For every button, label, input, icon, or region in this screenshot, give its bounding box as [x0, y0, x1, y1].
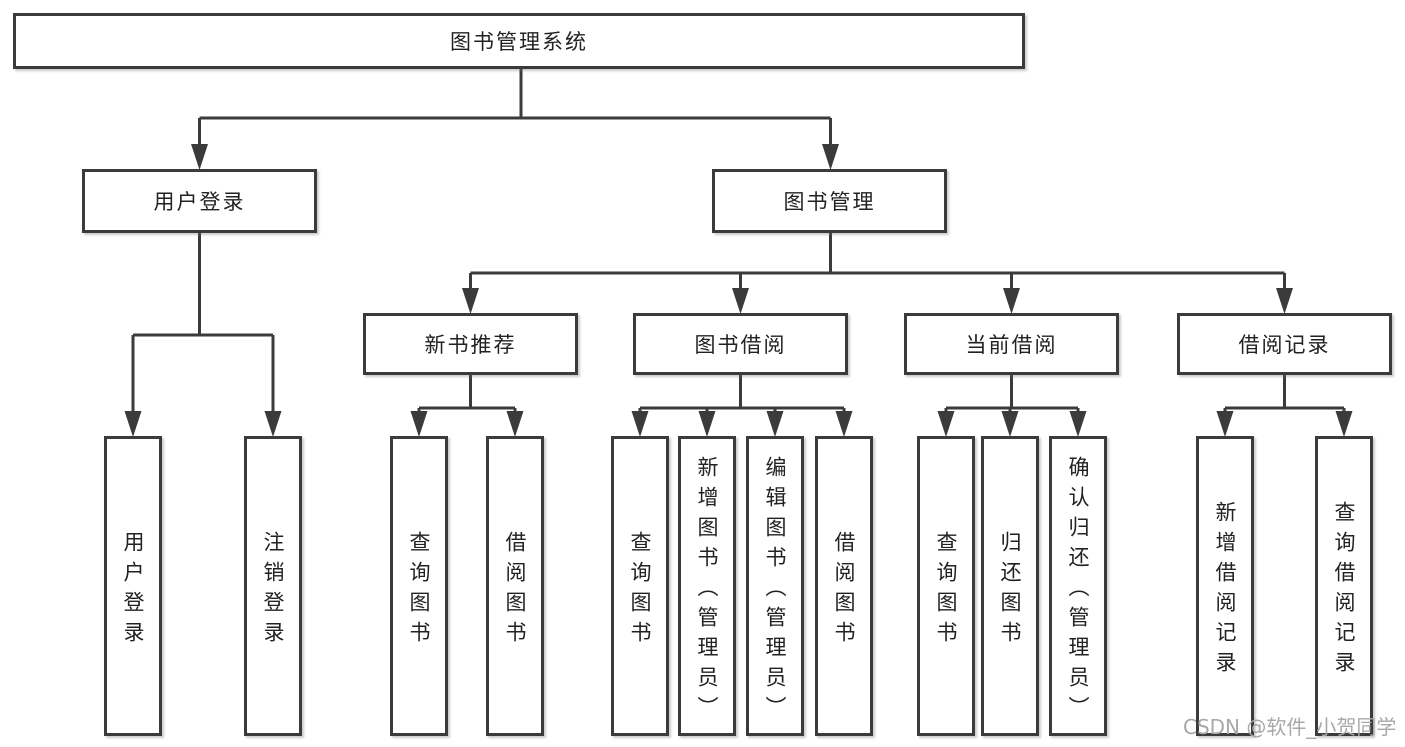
node-label: 借阅记录 — [1238, 333, 1331, 357]
arrowhead-down-icon — [822, 144, 839, 170]
leaf-query-borrow-record: 查询借阅记录 — [1315, 436, 1373, 736]
node-label: 查询图书 — [934, 530, 958, 651]
node-label: 图书借阅 — [694, 333, 787, 357]
arrowhead-down-icon — [124, 411, 142, 437]
node-label: 查询图书 — [628, 530, 652, 651]
node-label: 借阅图书 — [503, 530, 527, 651]
node-label: 归还图书 — [998, 530, 1022, 651]
arrowhead-down-icon — [732, 288, 749, 314]
arrowhead-down-icon — [1069, 411, 1087, 437]
node-label: 新书推荐 — [424, 333, 517, 357]
node-book-management-system: 图书管理系统 — [13, 13, 1025, 69]
node-borrowing-records: 借阅记录 — [1177, 313, 1392, 375]
node-label: 确认归还（管理员） — [1066, 455, 1090, 726]
node-label: 注销登录 — [261, 530, 285, 651]
node-book-borrowing: 图书借阅 — [633, 313, 848, 375]
node-label: 新增借阅记录 — [1213, 500, 1237, 681]
leaf-user-login: 用户登录 — [104, 436, 162, 736]
leaf-add-books-admin: 新增图书（管理员） — [678, 436, 736, 736]
leaf-query-books-current: 查询图书 — [917, 436, 975, 736]
node-label: 查询图书 — [407, 530, 431, 651]
arrowhead-down-icon — [698, 411, 716, 437]
leaf-query-books-borrowing: 查询图书 — [611, 436, 669, 736]
arrowhead-down-icon — [1335, 411, 1353, 437]
arrowhead-down-icon — [835, 411, 853, 437]
node-new-book-recommend: 新书推荐 — [363, 313, 578, 375]
node-current-borrowing: 当前借阅 — [904, 313, 1119, 375]
leaf-borrow-books: 借阅图书 — [815, 436, 873, 736]
arrowhead-down-icon — [506, 411, 524, 437]
arrowhead-down-icon — [1001, 411, 1019, 437]
node-label: 新增图书（管理员） — [695, 455, 719, 726]
node-label: 用户登录 — [153, 190, 246, 214]
node-label: 用户登录 — [121, 530, 145, 651]
arrowhead-down-icon — [462, 288, 479, 314]
node-book-management: 图书管理 — [712, 169, 947, 233]
node-user-login: 用户登录 — [82, 169, 317, 233]
arrowhead-down-icon — [631, 411, 649, 437]
arrowhead-down-icon — [1216, 411, 1234, 437]
node-label: 当前借阅 — [965, 333, 1058, 357]
arrowhead-down-icon — [410, 411, 428, 437]
arrowhead-down-icon — [937, 411, 955, 437]
arrowhead-down-icon — [264, 411, 282, 437]
node-label: 查询借阅记录 — [1332, 500, 1356, 681]
node-label: 图书管理系统 — [450, 30, 588, 54]
leaf-confirm-return-admin: 确认归还（管理员） — [1049, 436, 1107, 736]
leaf-query-books-recommend: 查询图书 — [390, 436, 448, 736]
node-label: 编辑图书（管理员） — [763, 455, 787, 726]
leaf-return-books: 归还图书 — [981, 436, 1039, 736]
arrowhead-down-icon — [1003, 288, 1020, 314]
leaf-logout: 注销登录 — [244, 436, 302, 736]
watermark: CSDN @软件_小贺同学 — [1183, 715, 1397, 739]
leaf-borrow-books-recommend: 借阅图书 — [486, 436, 544, 736]
node-label: 图书管理 — [783, 190, 876, 214]
arrowhead-down-icon — [191, 144, 208, 170]
leaf-add-borrow-record: 新增借阅记录 — [1196, 436, 1254, 736]
arrowhead-down-icon — [766, 411, 784, 437]
connector-lines — [131, 69, 1346, 413]
leaf-edit-books-admin: 编辑图书（管理员） — [746, 436, 804, 736]
arrowhead-down-icon — [1276, 288, 1293, 314]
node-label: 借阅图书 — [832, 530, 856, 651]
